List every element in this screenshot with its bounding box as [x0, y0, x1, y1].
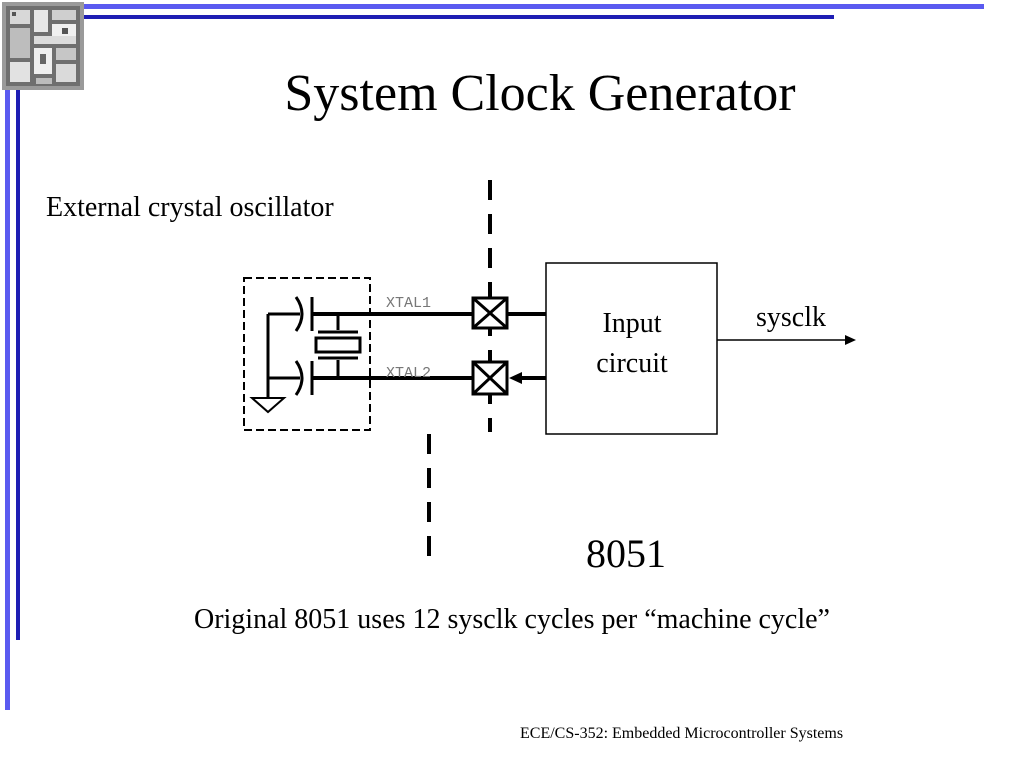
input-circuit-label-line2: circuit — [596, 348, 668, 379]
course-footer: ECE/CS-352: Embedded Microcontroller Sys… — [520, 725, 844, 742]
left-accent-bar — [5, 88, 10, 710]
xtal2-arrow-icon — [509, 372, 522, 384]
pin-xtal2-cross-b — [471, 360, 509, 396]
chip-label: 8051 — [586, 530, 666, 578]
oscillator-enclosure — [243, 277, 371, 431]
sysclk-label: sysclk — [756, 302, 826, 333]
input-circuit-block — [545, 262, 718, 435]
crystal-icon — [314, 336, 362, 354]
sysclk-arrow-icon — [845, 335, 856, 345]
chip-label-text: 8051 — [586, 531, 666, 576]
ground-icon — [249, 397, 287, 414]
left-accent-bar-dark — [16, 88, 20, 640]
capacitor-1-icon — [294, 296, 304, 332]
pin-label-xtal2: XTAL2 — [386, 365, 431, 382]
machine-cycle-note: Original 8051 uses 12 sysclk cycles per … — [193, 604, 830, 635]
input-circuit-label-line1: Input — [602, 308, 661, 339]
chip-logo-icon — [2, 2, 84, 90]
subtitle: External crystal oscillator — [46, 192, 334, 223]
slide-title: System Clock Generator — [284, 65, 796, 122]
pin-xtal1-cross-b — [472, 296, 508, 330]
capacitor-2-icon — [294, 360, 304, 396]
top-accent-bar-dark — [84, 15, 834, 19]
top-accent-bar — [84, 4, 984, 9]
pin-label-xtal1: XTAL1 — [386, 295, 431, 312]
